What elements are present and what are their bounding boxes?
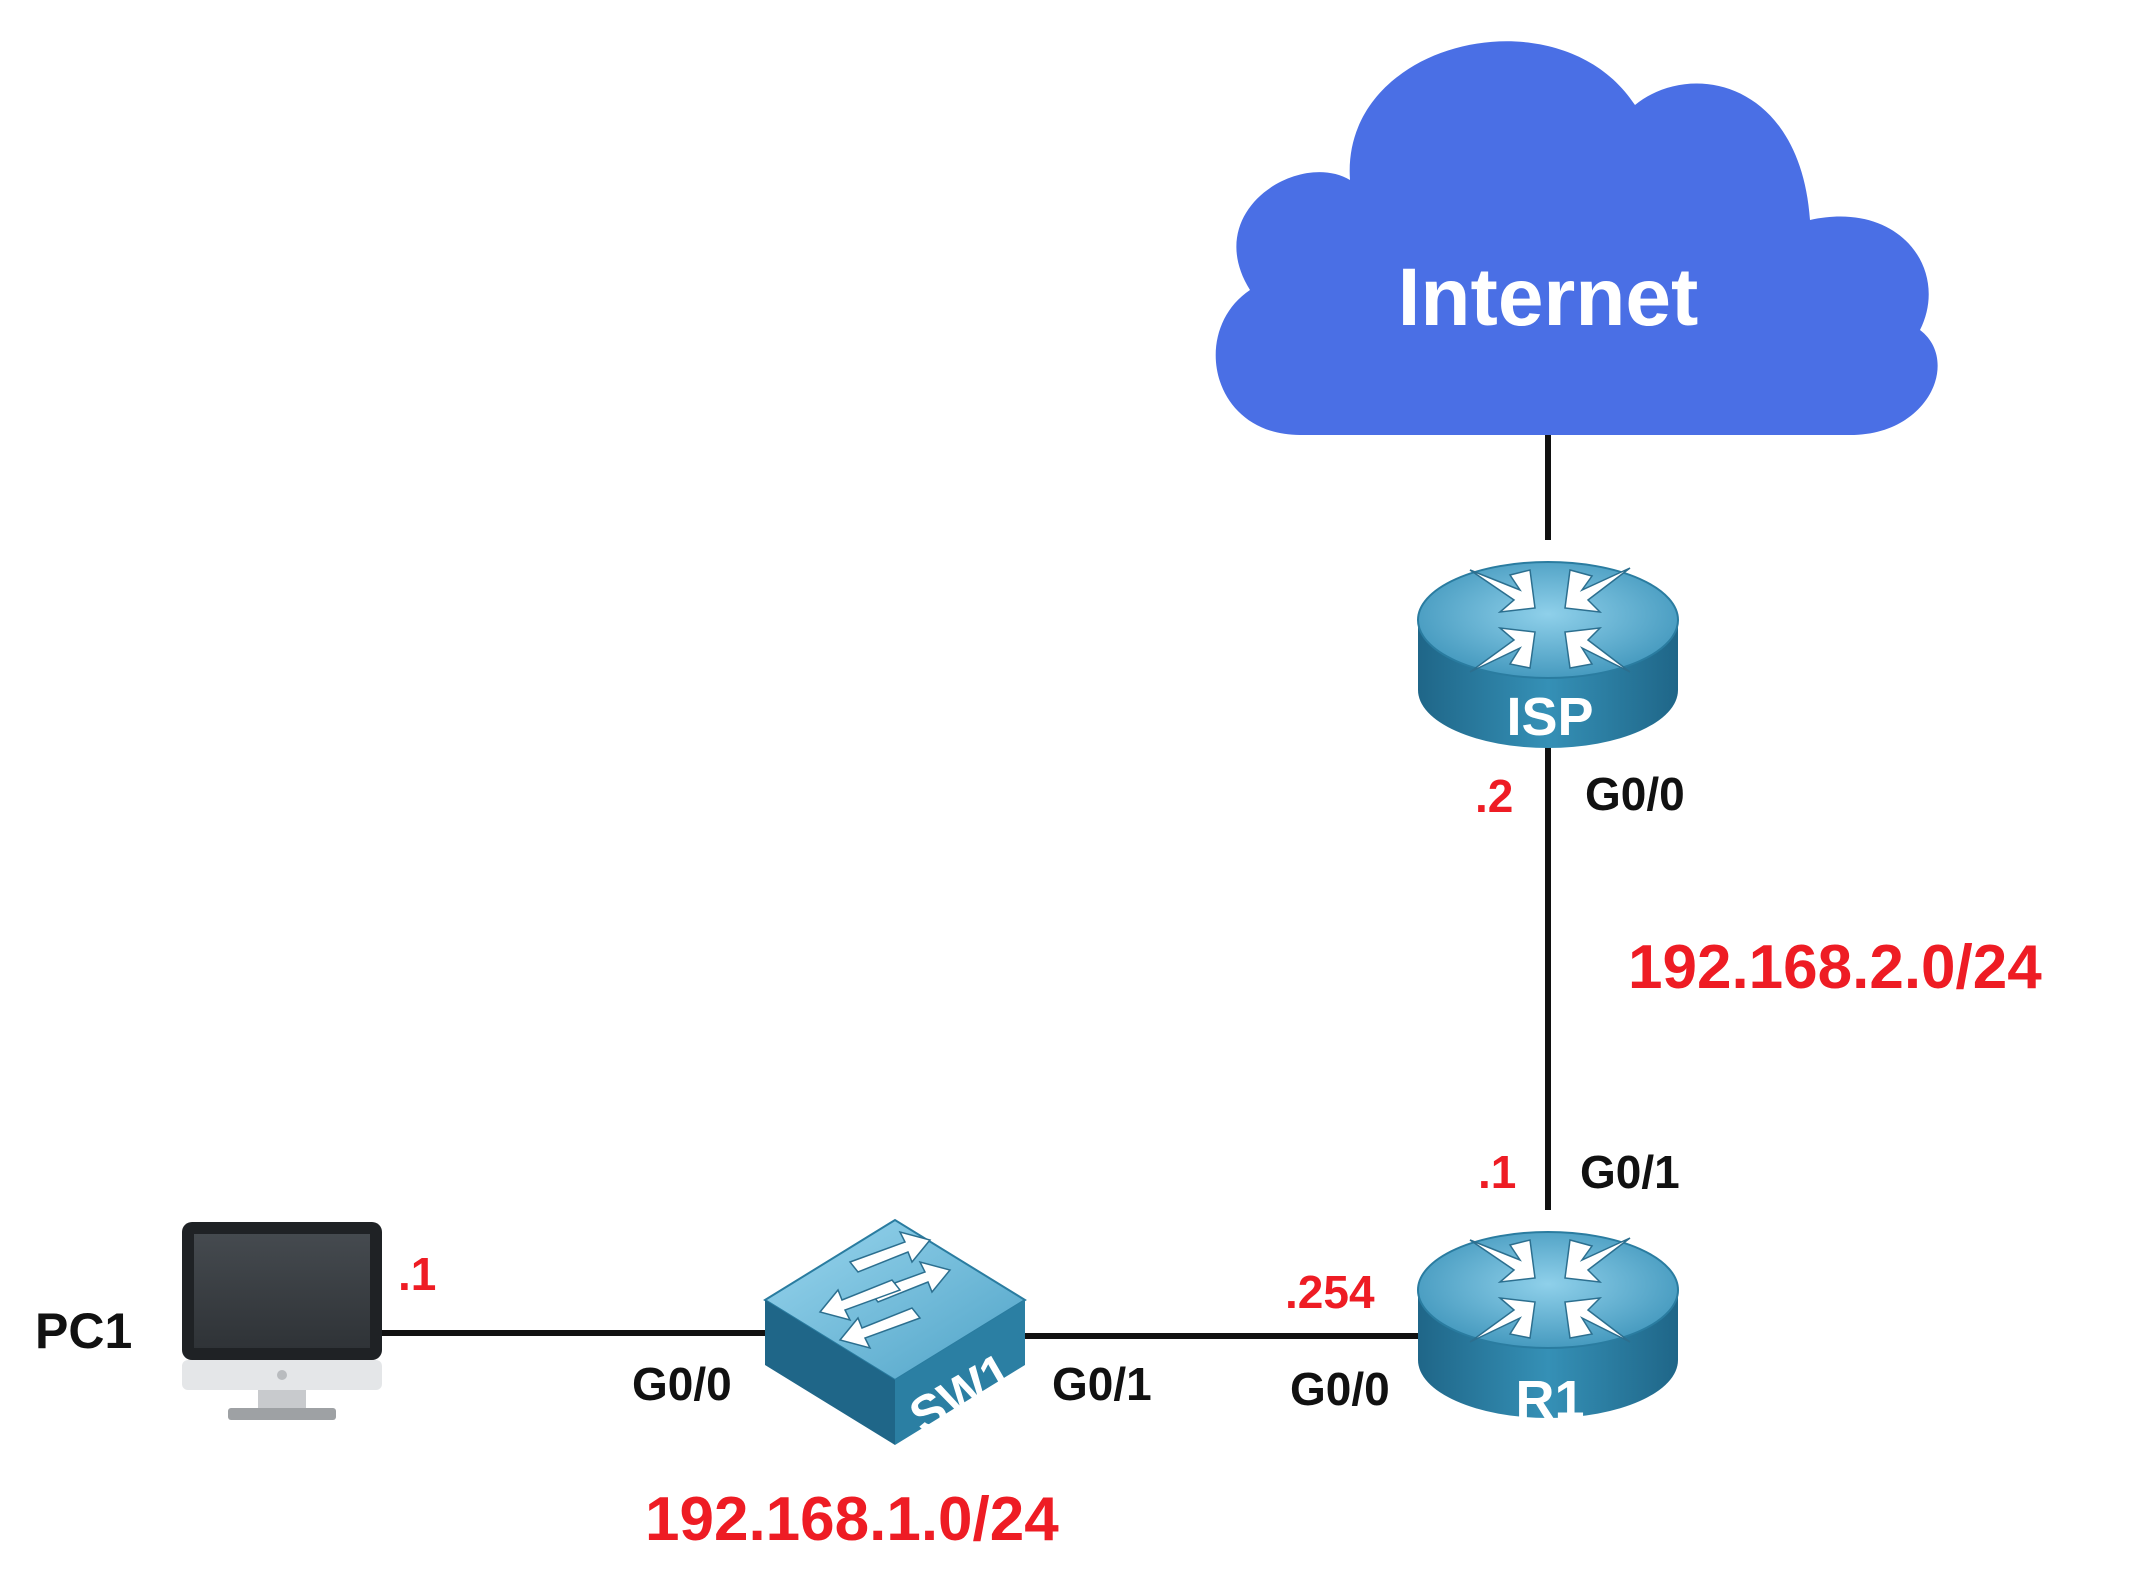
cloud-label: Internet — [1398, 252, 1699, 343]
sw1-g0-0-label: G0/0 — [632, 1358, 732, 1410]
cloud-icon — [1215, 41, 1938, 435]
router-icon — [1417, 561, 1679, 748]
wan-network-label: 192.168.2.0/24 — [1628, 933, 2042, 1002]
isp-host-address: .2 — [1475, 770, 1513, 822]
switch-icon — [763, 1218, 1027, 1445]
lan-network-label: 192.168.1.0/24 — [645, 1485, 1059, 1554]
interface-labels: G0/0 G0/1 G0/0 G0/0 G0/1 — [632, 768, 1685, 1415]
isp-g0-0-label: G0/0 — [1585, 768, 1685, 820]
address-labels: .2 .1 .254 .1 — [398, 770, 1516, 1318]
r1-g0-0-label: G0/0 — [1290, 1363, 1390, 1415]
router-icon — [1417, 1231, 1679, 1418]
router-isp-label: ISP — [1506, 687, 1593, 747]
sw1-g0-1-label: G0/1 — [1052, 1358, 1152, 1410]
router-r1: R1 — [1417, 1231, 1679, 1430]
pc1-label: PC1 — [35, 1303, 132, 1359]
desktop-computer-icon — [182, 1222, 382, 1420]
switch-sw1: SW1 — [763, 1218, 1027, 1445]
links — [380, 430, 1551, 1339]
pc1-host-address: .1 — [398, 1248, 436, 1300]
network-labels: 192.168.2.0/24 192.168.1.0/24 — [645, 933, 2042, 1554]
router-r1-label: R1 — [1515, 1370, 1584, 1430]
internet-cloud: Internet — [1215, 41, 1938, 435]
r1-lan-host-address: .254 — [1285, 1266, 1375, 1318]
r1-wan-host-address: .1 — [1478, 1146, 1516, 1198]
r1-g0-1-label: G0/1 — [1580, 1146, 1680, 1198]
router-isp: ISP — [1417, 561, 1679, 748]
pc1: PC1 — [35, 1222, 382, 1420]
